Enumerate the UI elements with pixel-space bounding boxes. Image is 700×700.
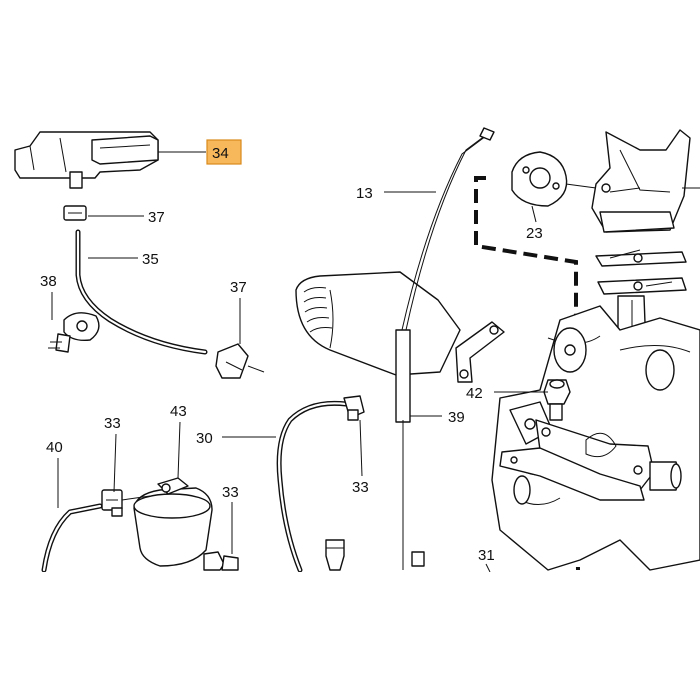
- hose-connector-part: [215, 343, 249, 379]
- callout-39[interactable]: 39: [448, 409, 465, 426]
- highlight-box-34: [206, 139, 242, 165]
- callout-23[interactable]: 23: [526, 225, 543, 242]
- callout-42[interactable]: 42: [466, 385, 483, 402]
- tube-13: [395, 127, 495, 570]
- callout-35[interactable]: 35: [142, 251, 159, 268]
- hose-clamp-33-upper: [343, 395, 365, 421]
- gasket-stack-part: [595, 251, 687, 295]
- gasket-23-part: [511, 151, 568, 207]
- callout-30[interactable]: 30: [196, 430, 213, 447]
- vacuum-hose-35: [75, 229, 208, 355]
- pressure-sensor-part: [14, 131, 159, 189]
- egr-valve-flange-part: [591, 129, 691, 233]
- callout-13[interactable]: 13: [356, 185, 373, 202]
- callout-38[interactable]: 38: [40, 273, 57, 290]
- callout-37-right[interactable]: 37: [230, 279, 247, 296]
- intake-duct-part: [295, 271, 461, 376]
- exhaust-manifold-part: [491, 305, 700, 571]
- callout-43[interactable]: 43: [170, 403, 187, 420]
- fitting-lower-mid: [325, 539, 345, 571]
- sensor-plug-part: [649, 461, 682, 491]
- bottom-blank-area: [0, 572, 700, 700]
- callout-33-mid[interactable]: 33: [352, 479, 369, 496]
- callout-31[interactable]: 31: [478, 547, 495, 564]
- hose-40: [41, 503, 103, 573]
- callout-33-left[interactable]: 33: [104, 415, 121, 432]
- hose-clamp-part: [63, 205, 87, 221]
- callout-40[interactable]: 40: [46, 439, 63, 456]
- callout-33-right[interactable]: 33: [222, 484, 239, 501]
- flange-plate-part: [499, 419, 655, 501]
- canister-43-part: [121, 477, 213, 567]
- bracket-part: [455, 321, 505, 383]
- clamp-33-left: [101, 489, 123, 517]
- hose-30: [276, 400, 349, 573]
- clamp-33-right: [203, 551, 239, 571]
- callout-labels: 34 37 35 38 37 13 23 42 39 30 33 43 33 3…: [40, 145, 543, 564]
- callout-37-top[interactable]: 37: [148, 209, 165, 226]
- leader-lines: [51, 151, 700, 573]
- fitting-38-part: [48, 312, 100, 353]
- callout-34[interactable]: 34: [212, 145, 229, 162]
